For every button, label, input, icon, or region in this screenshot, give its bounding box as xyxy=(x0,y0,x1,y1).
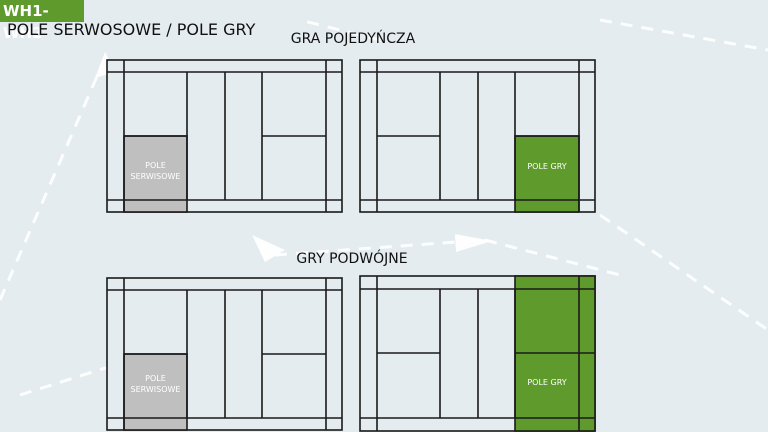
court-doubles-service: POLE SERWISOWE xyxy=(106,277,343,431)
service-area-label: POLE SERWISOWE xyxy=(130,161,181,181)
court-lines xyxy=(359,59,596,213)
court-doubles-play: POLE GRY xyxy=(359,275,596,432)
service-area-label: POLE SERWISOWE xyxy=(130,374,181,394)
court-lines xyxy=(106,59,343,213)
court-singles-service: POLE SERWISOWE xyxy=(106,59,343,213)
singles-heading: GRA POJEDYŃCZA xyxy=(290,31,416,47)
play-area-label: POLE GRY xyxy=(527,162,567,171)
play-area-label: POLE GRY xyxy=(527,378,567,387)
court-lines xyxy=(106,277,343,431)
court-lines xyxy=(359,275,596,432)
slide-subtitle: POLE SERWOSOWE / POLE GRY xyxy=(7,20,256,39)
doubles-heading: GRY PODWÓJNE xyxy=(296,251,408,267)
court-singles-play: POLE GRY xyxy=(359,59,596,213)
level-badge: WH1-WH2 xyxy=(0,0,84,42)
